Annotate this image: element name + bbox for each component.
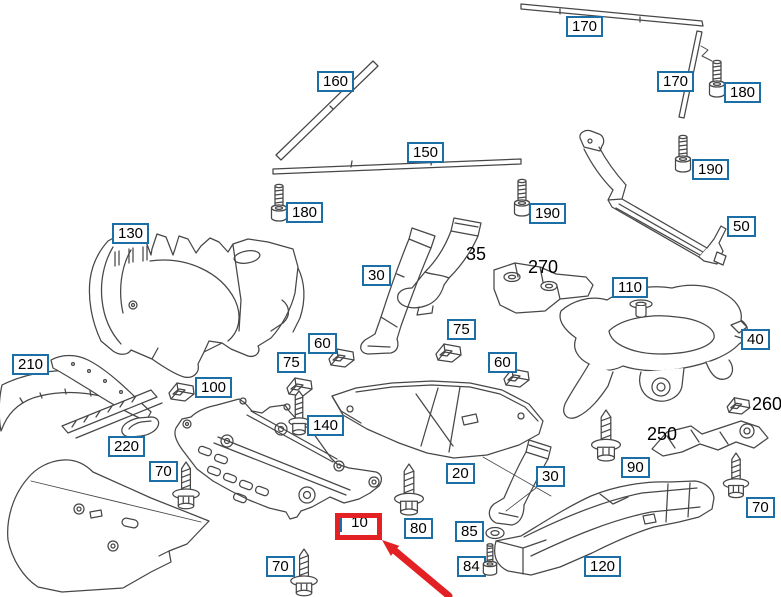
part-callout-70-left[interactable]: 70	[149, 461, 178, 482]
part-callout-20[interactable]: 20	[446, 463, 475, 484]
part-callout-180-right[interactable]: 180	[724, 82, 762, 103]
part-callout-110[interactable]: 110	[612, 277, 648, 298]
part-callout-180-mid[interactable]: 180	[286, 202, 324, 223]
part-170-rod-top-drawing	[521, 4, 703, 26]
part-callout-160[interactable]: 160	[317, 71, 355, 92]
part-50-bracket-drawing	[580, 130, 726, 265]
part-callout-170-top[interactable]: 170	[566, 16, 604, 37]
part-callout-270[interactable]: 270	[528, 257, 559, 277]
part-callout-30-top[interactable]: 30	[362, 265, 391, 286]
part-200-floor-panel-drawing	[8, 460, 209, 592]
part-callout-80[interactable]: 80	[404, 518, 433, 539]
part-callout-190-mid[interactable]: 190	[529, 203, 567, 224]
part-callout-85[interactable]: 85	[455, 521, 484, 542]
part-callout-50[interactable]: 50	[727, 216, 756, 237]
part-callout-30-bottom[interactable]: 30	[536, 466, 565, 487]
part-callout-60-right[interactable]: 60	[488, 352, 517, 373]
part-callout-10[interactable]: 10	[335, 513, 382, 540]
part-callout-90[interactable]: 90	[621, 457, 650, 478]
part-210-trim-drawing	[0, 356, 162, 439]
part-30-top-duct-drawing	[361, 228, 435, 354]
part-30-bottom-duct-drawing	[489, 440, 551, 525]
part-callout-84[interactable]: 84	[457, 556, 486, 577]
part-callout-60-left[interactable]: 60	[308, 333, 337, 354]
part-120-side-shield-drawing	[495, 481, 714, 575]
part-callout-70-right[interactable]: 70	[746, 497, 775, 518]
part-callout-260[interactable]: 260	[752, 394, 781, 414]
part-130-wheel-arch-liner-drawing	[89, 234, 304, 377]
part-callout-150[interactable]: 150	[407, 142, 445, 163]
part-250-bracket-drawing	[652, 421, 768, 456]
part-callout-70-bottom[interactable]: 70	[266, 556, 295, 577]
part-callout-100[interactable]: 100	[195, 377, 233, 398]
part-40-heat-shield-drawing	[560, 285, 748, 418]
rivet-110-drawing	[630, 300, 652, 317]
part-callout-210[interactable]: 210	[12, 354, 50, 375]
part-callout-75-left[interactable]: 75	[277, 352, 306, 373]
part-callout-120[interactable]: 120	[584, 556, 622, 577]
part-10-engine-undertray-drawing	[175, 398, 381, 519]
part-callout-130[interactable]: 130	[112, 223, 150, 244]
part-callout-75-right[interactable]: 75	[447, 319, 476, 340]
part-callout-250[interactable]: 250	[647, 424, 678, 444]
part-callout-220[interactable]: 220	[108, 436, 146, 457]
part-callout-190-right[interactable]: 190	[692, 159, 730, 180]
part-callout-35[interactable]: 35	[466, 244, 487, 264]
part-callout-40[interactable]: 40	[741, 329, 770, 350]
part-callout-170-side[interactable]: 170	[657, 71, 695, 92]
part-callout-140[interactable]: 140	[307, 415, 345, 436]
part-270-bracket-panel-drawing	[494, 263, 593, 313]
part-20-rear-undertray-drawing	[332, 381, 551, 496]
